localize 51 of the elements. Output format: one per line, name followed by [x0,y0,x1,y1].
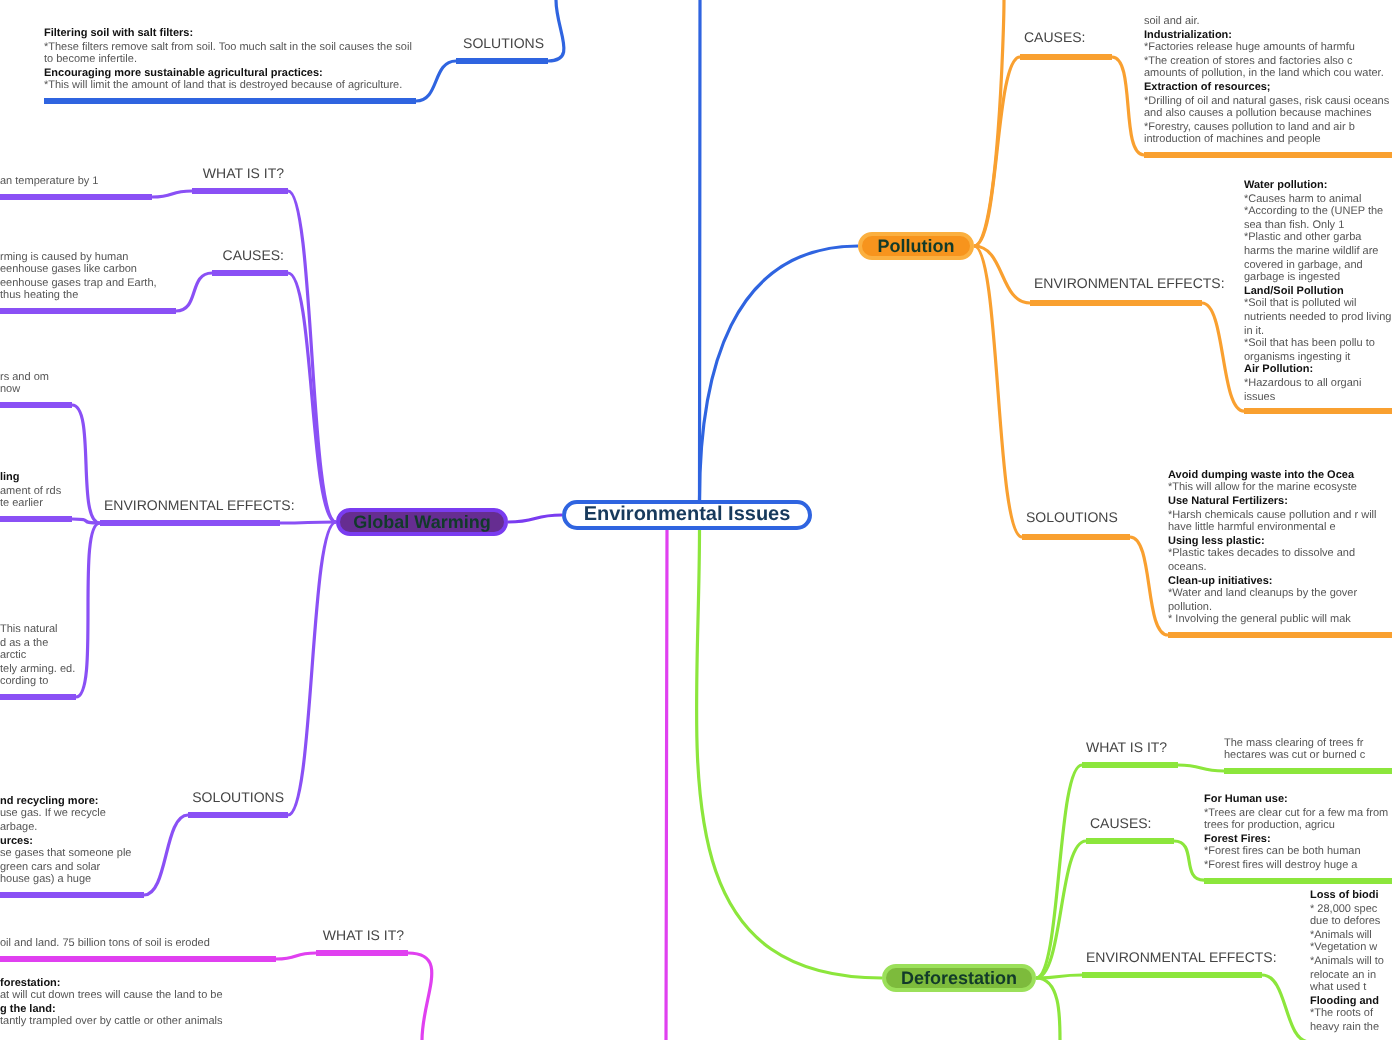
branch-line [1173,839,1205,882]
branch-line [71,403,101,525]
main-topic [858,232,974,260]
branch-line [143,813,189,897]
topic-label: Deforestation [900,968,1017,988]
branch-line [1035,839,1087,980]
topic-label: Pollution [877,236,955,256]
subtopic-node [212,250,288,276]
branch-line [415,59,457,103]
topic-label: Global Warming [353,512,491,532]
branch-line [280,520,336,525]
branch-line [507,513,563,524]
branch-line [664,530,669,1040]
branch-line [972,244,1024,539]
subtopic-node [1086,818,1174,844]
branch-line [287,271,337,524]
main-topic [882,964,1036,992]
branch-line [71,517,101,525]
branch-line [973,55,1021,248]
branch-line [1129,535,1169,637]
subtopic-node [316,930,408,956]
subtopic-node [1022,512,1130,540]
branch-line [1035,976,1062,1040]
branch-line [547,0,566,63]
central-topic [562,500,812,530]
branch-line [1111,55,1145,157]
topic-label: Environmental Issues [583,504,791,526]
detail-note [1224,736,1392,774]
branch-line [286,520,338,817]
subtopic-node [456,38,548,64]
detail-note [1244,180,1392,415]
subtopic-node [1082,742,1178,768]
branch-line [697,0,702,500]
branch-line [1201,301,1245,413]
branch-line [1036,973,1082,980]
branch-line [151,189,193,199]
branch-line [1035,763,1083,980]
branch-line [1261,973,1311,1040]
branch-line [75,521,101,699]
main-topic [336,508,508,536]
branch-line [275,951,317,961]
subtopic-node [1020,32,1112,60]
branch-line [1177,763,1225,773]
branch-line [973,244,1031,305]
branch-line [175,271,213,313]
branch-line [973,0,1006,248]
branch-line [286,189,338,524]
detail-note [1204,794,1392,884]
subtopic-node [192,168,288,194]
branch-line [694,530,883,980]
subtopic-node [188,792,288,818]
